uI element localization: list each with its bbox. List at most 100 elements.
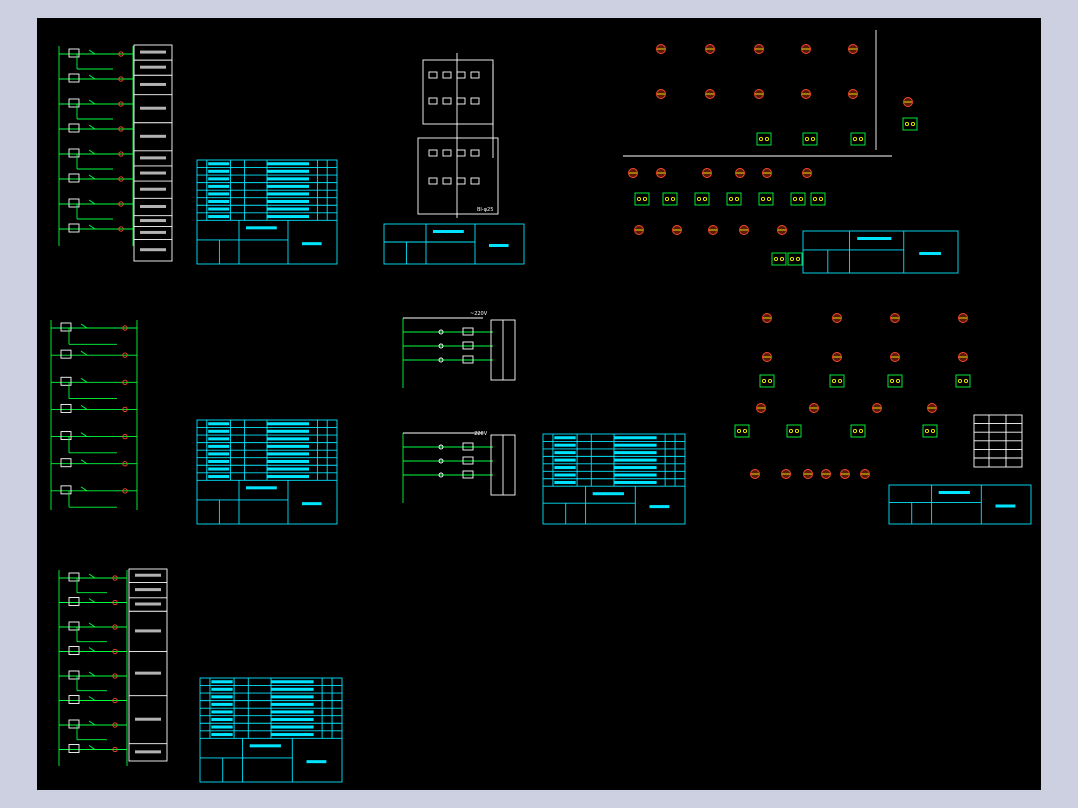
relay-coil: [68, 744, 80, 753]
terminal-screw: [858, 428, 864, 434]
terminal-screw: [670, 196, 676, 202]
breaker-slot: [456, 71, 466, 79]
terminal-block: [955, 374, 971, 388]
contact-symbol: [80, 377, 88, 383]
table-cell-text: [208, 422, 230, 426]
terminal-screw: [792, 196, 798, 202]
table-cell-text: [208, 475, 230, 479]
terminal-screw: [810, 136, 816, 142]
indicator-lamp-groups: [623, 30, 1023, 479]
control-contact: [438, 472, 444, 478]
table-cell-text: [267, 177, 309, 181]
table-cell-text: [211, 717, 233, 721]
relay-coil: [60, 322, 72, 332]
label-box-frame: [133, 44, 173, 262]
table-cell-text: [208, 459, 230, 463]
title-block-frame: [802, 230, 959, 274]
title-text: [433, 230, 464, 233]
terminal-screw: [858, 136, 864, 142]
breaker-slot: [456, 149, 466, 157]
voltage-label-1: ~220V: [470, 311, 488, 317]
control-coil: [462, 355, 474, 364]
contact-symbol: [88, 720, 96, 726]
terminal-block: [887, 374, 903, 388]
relay-coil: [68, 719, 80, 729]
control-contact: [438, 357, 444, 363]
title-block-tables: [196, 159, 1032, 783]
terminal-screw: [930, 428, 936, 434]
contact-symbol: [80, 350, 88, 356]
table-cell-text: [267, 467, 309, 471]
title-text: [857, 237, 892, 240]
terminal-screw: [773, 256, 779, 262]
terminal-screw: [736, 428, 742, 434]
terminal-screw: [789, 256, 795, 262]
table-cell-text: [554, 480, 576, 484]
table-cell-text: [271, 695, 314, 699]
title-text: [489, 244, 509, 247]
terminal-screw: [794, 428, 800, 434]
table-cell-text: [554, 466, 576, 470]
lamp-terminal: [122, 433, 128, 440]
terminal-screw: [764, 136, 770, 142]
terminal-block: [634, 192, 650, 206]
label-text-placeholder: [135, 573, 161, 577]
contact-symbol: [88, 671, 96, 677]
title-block-frame: [888, 484, 1032, 525]
table-cell-text: [208, 199, 230, 203]
terminal-screw: [895, 378, 901, 384]
terminal-block: [786, 424, 802, 438]
control-coil: [462, 470, 474, 479]
breaker-slot: [442, 149, 452, 157]
terminal-screw: [852, 136, 858, 142]
contact-symbol: [88, 174, 96, 180]
terminal-block: [802, 132, 818, 146]
table-cell-text: [267, 169, 309, 173]
breaker-slot: [428, 97, 438, 105]
control-contact: [438, 458, 444, 464]
table-cell-text: [208, 444, 230, 448]
table-cell-text: [614, 451, 657, 455]
table-cell-text: [271, 687, 314, 691]
cad-drawing-viewport[interactable]: ~220V ~220V BI-φ25: [37, 18, 1041, 790]
table-cell-text: [554, 443, 576, 447]
terminal-screw: [696, 196, 702, 202]
contact-symbol: [88, 199, 96, 205]
terminal-screw: [761, 378, 767, 384]
label-text-placeholder: [140, 65, 166, 69]
terminal-screw: [924, 428, 930, 434]
title-text: [592, 492, 624, 496]
relay-coil: [68, 670, 80, 680]
table-cell-text: [208, 192, 230, 196]
terminal-screw: [957, 378, 963, 384]
relay-coil: [68, 73, 80, 83]
lamp-terminal: [122, 406, 128, 413]
control-contact: [438, 444, 444, 450]
title-text: [302, 242, 322, 246]
table-cell-text: [211, 733, 233, 737]
terminal-block: [902, 117, 918, 131]
table-cell-text: [267, 422, 309, 426]
relay-coil: [68, 695, 80, 704]
lamp-terminal: [112, 746, 118, 753]
terminal-screw: [798, 196, 804, 202]
relay-coil: [60, 349, 72, 359]
table-cell-text: [267, 452, 309, 456]
label-text-placeholder: [135, 588, 161, 592]
terminal-screw: [788, 428, 794, 434]
terminal-block: [759, 374, 775, 388]
terminal-screw: [642, 196, 648, 202]
table-cell-text: [614, 443, 657, 447]
electrical-schematic-sheet: ~220V ~220V BI-φ25: [50, 30, 1032, 783]
relay-coil: [60, 403, 72, 413]
cable-label: BI-φ25: [477, 207, 493, 213]
terminal-screw: [904, 121, 910, 127]
title-text: [249, 744, 281, 748]
label-text-placeholder: [140, 106, 166, 110]
terminal-screw: [767, 378, 773, 384]
table-cell-text: [211, 725, 233, 729]
terminal-block: [771, 252, 787, 266]
voltage-label-2: ~220V: [470, 431, 488, 437]
table-cell-text: [267, 429, 309, 433]
lamp-terminal: [112, 575, 118, 581]
